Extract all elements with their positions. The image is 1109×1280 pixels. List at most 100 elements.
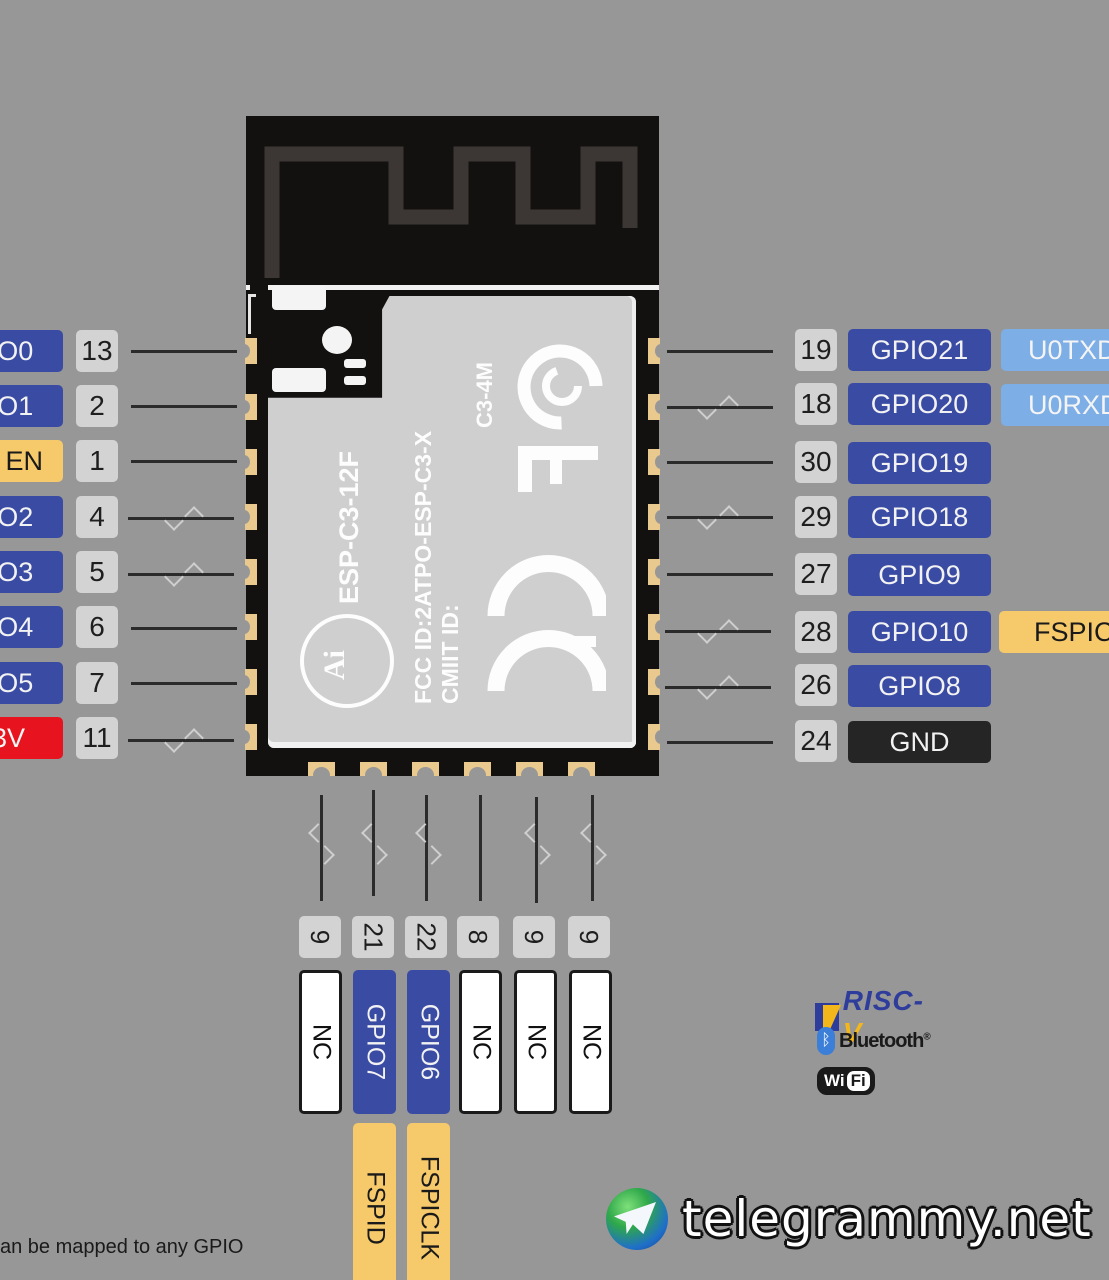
pin-label: IO2	[0, 496, 63, 538]
pin-number: 2	[76, 385, 118, 427]
castellated-pad	[648, 338, 667, 364]
pin-number: 9	[299, 916, 341, 958]
pin-wire	[128, 573, 234, 576]
pin-wire	[535, 797, 538, 903]
bidirectional-arrow-icon	[184, 728, 204, 748]
antenna-keepout-line	[246, 285, 659, 290]
castellated-pad	[648, 559, 667, 585]
module-model-text: ESP-C3-12F	[334, 450, 364, 604]
pin-number: 7	[76, 662, 118, 704]
castellated-pad	[238, 614, 257, 640]
pin-wire	[372, 790, 375, 896]
pin-wire	[131, 682, 237, 685]
pin-label: GPIO20	[848, 383, 991, 425]
bidirectional-arrow-icon	[184, 562, 204, 582]
bluetooth-icon: ᛒ	[817, 1027, 835, 1055]
pin-label: IO3	[0, 551, 63, 593]
smd-component	[344, 359, 366, 368]
pin-number: 4	[76, 496, 118, 538]
pin-wire	[665, 686, 771, 689]
bidirectional-arrow-icon	[308, 823, 328, 843]
castellated-pad	[648, 669, 667, 695]
wifi-logo: Wi Fi	[817, 1067, 875, 1095]
spi-function-label: FSPICS0	[999, 611, 1109, 653]
castellated-pad	[648, 724, 667, 750]
smd-component	[344, 376, 366, 385]
pin-label: 3V	[0, 717, 63, 759]
bidirectional-arrow-icon	[164, 733, 184, 753]
bidirectional-arrow-icon	[184, 506, 204, 526]
pin-number: 19	[795, 329, 837, 371]
bidirectional-arrow-icon	[361, 823, 381, 843]
pin-label: NC	[459, 970, 502, 1114]
castellated-pad	[648, 394, 667, 420]
castellated-pad	[648, 504, 667, 530]
pin-wire	[667, 573, 773, 576]
pin-number: 13	[76, 330, 118, 372]
uart-function-label: U0TXD	[1001, 329, 1109, 371]
bidirectional-arrow-icon	[719, 619, 739, 639]
watermark-text: telegrammy.net	[682, 1190, 1092, 1248]
pin-number: 30	[795, 441, 837, 483]
pin-number: 11	[76, 717, 118, 759]
pin-wire	[128, 517, 234, 520]
risc-v-logo: RISC-V	[815, 985, 928, 1049]
pin-wire	[591, 795, 594, 901]
pin-wire	[665, 630, 771, 633]
pin-label: NC	[514, 970, 557, 1114]
bidirectional-arrow-icon	[697, 624, 717, 644]
pin-number: 1	[76, 440, 118, 482]
pin-wire	[667, 461, 773, 464]
pin-wire	[425, 795, 428, 901]
pin-label: GPIO8	[848, 665, 991, 707]
pin-wire	[320, 795, 323, 901]
pin-number: 8	[457, 916, 499, 958]
pin-label: GPIO6	[407, 970, 450, 1114]
pin-label: NC	[569, 970, 612, 1114]
pin-number: 5	[76, 551, 118, 593]
castellated-pad	[238, 449, 257, 475]
pin-label: GPIO19	[848, 442, 991, 484]
pin-wire	[131, 405, 237, 408]
pcb-antenna-trace	[264, 146, 638, 278]
cmiit-id-text: CMIIT ID:	[437, 604, 463, 704]
castellated-pad	[648, 449, 667, 475]
risc-v-icon	[815, 1003, 839, 1031]
bidirectional-arrow-icon	[697, 510, 717, 530]
pin-wire	[667, 741, 773, 744]
spi-function-label: FSPICLK	[407, 1123, 450, 1280]
pin-label: GPIO21	[848, 329, 991, 371]
smd-component	[272, 368, 326, 392]
pin-number: 24	[795, 720, 837, 762]
bidirectional-arrow-icon	[719, 395, 739, 415]
bidirectional-arrow-icon	[580, 823, 600, 843]
castellated-pad	[238, 669, 257, 695]
castellated-pad	[238, 394, 257, 420]
castellated-pad	[516, 762, 543, 783]
castellated-pad	[238, 338, 257, 364]
pin-number: 18	[795, 383, 837, 425]
globe-telegram-icon	[606, 1188, 668, 1250]
bidirectional-arrow-icon	[697, 680, 717, 700]
esp-c3-12f-module: Ai ESP-C3-12F FCC ID:2ATPO-ESP-C3-X CMII…	[238, 116, 667, 783]
castellated-pad	[412, 762, 439, 783]
castellated-pad	[360, 762, 387, 783]
pin-wire	[667, 350, 773, 353]
castellated-pad	[308, 762, 335, 783]
bidirectional-arrow-icon	[315, 845, 335, 865]
pin-wire	[667, 406, 773, 409]
pin-label: GND	[848, 721, 991, 763]
pin-wire	[479, 795, 482, 901]
pin-label: GPIO10	[848, 611, 991, 653]
pin-number: 29	[795, 496, 837, 538]
bidirectional-arrow-icon	[415, 823, 435, 843]
pin-label: IO0	[0, 330, 63, 372]
ce-mark-icon	[487, 555, 606, 692]
bidirectional-arrow-icon	[697, 400, 717, 420]
pin-label: GPIO18	[848, 496, 991, 538]
pin-label: GPIO9	[848, 554, 991, 596]
smd-component	[322, 326, 352, 354]
paper-plane-icon	[614, 1202, 656, 1234]
pin-label: IO5	[0, 662, 63, 704]
bidirectional-arrow-icon	[164, 567, 184, 587]
